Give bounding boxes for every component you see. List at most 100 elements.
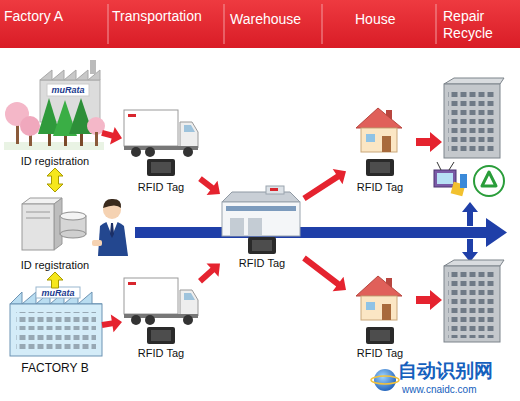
rfid-chip-face: [151, 162, 171, 173]
information-flow-arrow: [135, 218, 507, 247]
truck-trailer: [124, 110, 178, 146]
column-header: Repair Recycle: [443, 8, 505, 42]
factory-chimney: [90, 60, 96, 74]
node-label: RFID Tag: [357, 347, 403, 360]
truck-logo: [128, 282, 136, 285]
flow-arrow: [47, 168, 63, 192]
truck-logo: [128, 114, 136, 117]
factory-windows: [16, 334, 96, 350]
recycle-symbol: [482, 172, 496, 186]
labeled-illustration-node: FACTORY B: [8, 288, 102, 376]
rfid-chip-face: [370, 162, 390, 173]
recycle-items: [434, 162, 504, 196]
person-hair: [103, 199, 121, 208]
rfid-chip: [366, 159, 394, 176]
tree-trunk: [95, 132, 98, 146]
house-door: [382, 136, 391, 152]
warehouse-wall: [222, 202, 300, 236]
rfid-chip: [248, 237, 276, 254]
watermark-text: www.cnaidc.com: [402, 384, 514, 396]
person-tie: [110, 223, 114, 238]
building-windows: [448, 270, 494, 338]
server-front: [22, 204, 54, 250]
cherry-tree: [20, 116, 40, 136]
flow-arrow: [101, 127, 122, 144]
watermark-globe: [374, 369, 396, 391]
rfid-chip: [147, 327, 175, 344]
labeled-illustration-node: RFID Tag: [346, 272, 414, 360]
rfid-chip-face: [151, 330, 171, 341]
header-separator: [322, 4, 323, 44]
building-top: [444, 78, 504, 84]
labeled-illustration-node: ID registration: [8, 192, 102, 272]
truck-wheel: [131, 147, 141, 157]
logo-text: muRata: [38, 288, 78, 299]
warehouse-tower: [266, 186, 284, 194]
truck-window: [184, 125, 195, 132]
truck-illustration: [124, 110, 198, 157]
truck-wheel: [183, 315, 193, 325]
header-separator: [224, 4, 225, 44]
tree-trunk: [80, 132, 83, 146]
factory-sign: [36, 287, 80, 298]
column-header: House: [355, 11, 425, 28]
node-label: RFID Tag: [138, 181, 184, 194]
watermark-text: 自动识别网: [398, 360, 516, 383]
labeled-illustration-node: RFID Tag: [122, 104, 200, 194]
logo-text: muRata: [47, 85, 89, 96]
factory-sign: [47, 84, 89, 96]
house-roof: [356, 108, 402, 128]
building-body: [444, 84, 500, 158]
labeled-illustration-node: RFID Tag: [220, 182, 304, 270]
node-label: RFID Tag: [239, 257, 285, 270]
node-label: ID registration: [21, 259, 89, 272]
building-top: [444, 260, 504, 266]
tv-screen: [437, 173, 453, 184]
rfid-chip-face: [370, 330, 390, 341]
header-separator: [108, 4, 109, 44]
factory-windows: [16, 312, 96, 330]
server-illustration: [22, 198, 86, 250]
warehouse-logo: [270, 188, 278, 191]
watermark-ring: [371, 376, 399, 384]
factory-b-illustration: [10, 287, 102, 356]
header-band: [0, 0, 520, 48]
truck-trailer: [124, 278, 178, 314]
person-hand: [92, 240, 102, 246]
truck-wheel: [131, 315, 141, 325]
warehouse-door: [230, 218, 244, 236]
flow-arrow: [198, 263, 220, 283]
labeled-illustration-node: RFID Tag: [346, 104, 414, 194]
truck-illustration: [124, 278, 198, 325]
factory-a-illustration: [4, 60, 105, 150]
tv-set: [434, 170, 456, 187]
node-label: ID registration: [21, 155, 89, 168]
server-slot: [26, 218, 50, 219]
disk-bottom: [60, 230, 86, 238]
truck-wheel: [145, 147, 155, 157]
warehouse-illustration: [222, 186, 300, 236]
branch-arrow-down: [462, 239, 478, 262]
column-header: Transportation: [112, 8, 222, 25]
tree-trunk: [48, 132, 51, 146]
house-illustration: [356, 276, 402, 320]
truck-window: [184, 293, 195, 300]
flow-arrow: [47, 272, 63, 288]
node-label: RFID Tag: [357, 181, 403, 194]
rfid-chip-face: [252, 240, 272, 251]
warehouse-roof: [222, 192, 300, 202]
truck-cab: [180, 290, 198, 316]
delivery-arrow: [416, 132, 442, 152]
branch-arrow-up: [462, 202, 478, 226]
tv-antenna: [449, 162, 454, 170]
flow-arrow: [302, 256, 346, 292]
server-slot: [26, 212, 50, 213]
rfid-chip: [147, 159, 175, 176]
recycle-badge: [474, 166, 504, 196]
node-label: RFID Tag: [138, 347, 184, 360]
house-window: [366, 302, 375, 310]
rfid-chip: [366, 327, 394, 344]
